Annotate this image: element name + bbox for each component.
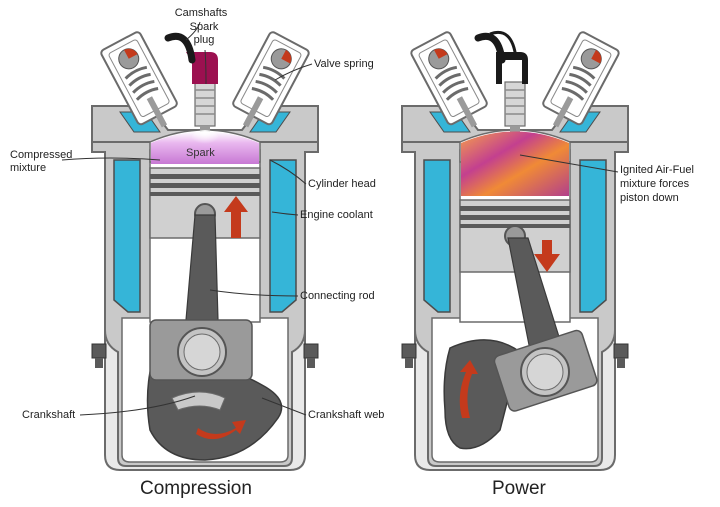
rotation-arrow-power-icon (459, 360, 478, 418)
crankshaft-main (171, 391, 226, 411)
title-compression: Compression (140, 478, 252, 499)
label-crankshaft: Crankshaft (22, 409, 76, 421)
down-arrow-icon (534, 240, 560, 272)
label-engine-coolant: Engine coolant (300, 209, 373, 221)
label-camshafts: Camshafts (174, 7, 228, 19)
rotation-arrow-icon (196, 420, 246, 440)
label-ignited-mixture: Ignited Air-Fuel mixture forces piston d… (620, 164, 694, 204)
label-crankshaft-web: Crankshaft web (308, 409, 385, 421)
camshaft-curve-power (474, 32, 506, 64)
label-valve-spring: Valve spring (314, 58, 374, 70)
leader-lines (61, 21, 619, 416)
title-power: Power (492, 478, 546, 499)
label-connecting-rod: Connecting rod (300, 290, 375, 302)
label-spark-plug: Spark plug (189, 21, 219, 46)
ignited-mixture-gas (461, 131, 569, 196)
compression-engine (90, 29, 320, 472)
label-spark: Spark (186, 147, 215, 159)
label-compressed-mixture: Compressed mixture (10, 149, 73, 174)
power-engine (400, 29, 630, 472)
up-arrow-icon (224, 196, 248, 238)
label-cylinder-head: Cylinder head (308, 178, 376, 190)
camshaft-curve (164, 32, 196, 64)
